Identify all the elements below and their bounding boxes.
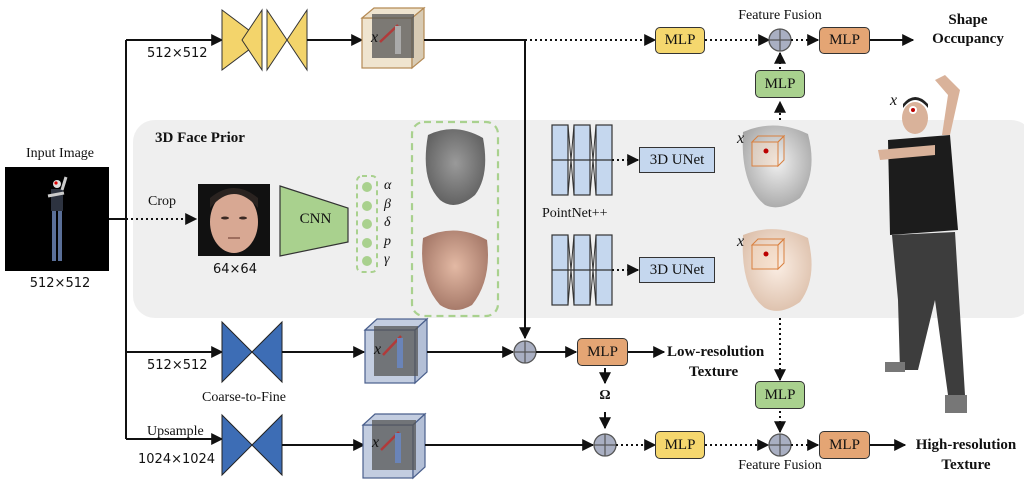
mlp-bottom-1: MLP [655,431,705,459]
input-person-figure [47,176,68,261]
bottom-branch-size: 1024×1024 [138,452,216,467]
shape-label-line2: Occupancy [932,31,1004,47]
point-x-label-face-bottom: x [737,233,745,250]
feature-fusion-label-top: Feature Fusion [738,8,822,23]
shape-label-line1: Shape [948,12,988,28]
encoder-blue-bottom [221,413,283,477]
mlp-bottom-2: MLP [819,431,870,459]
crop-label: Crop [148,194,176,209]
param-beta: β [384,197,391,212]
param-dots [362,182,372,266]
point-x-label-mid-volume: x [374,341,382,358]
feature-volume-mid [363,317,429,385]
face-mesh-textured [422,230,488,310]
mid-branch-size: 512×512 [147,358,208,373]
mlp-top-1: MLP [655,27,705,54]
mlp-face-bottom: MLP [755,381,805,409]
point-x-label-result: x [890,92,898,109]
top-branch-size: 512×512 [147,46,208,61]
cnn-block [279,185,349,257]
param-gamma: γ [384,252,390,267]
input-image-title: Input Image [25,146,95,161]
point-x-label-bottom-volume: x [372,434,380,451]
low-res-label-line2: Texture [689,364,739,380]
low-res-label-line1: Low-resolution [667,344,765,360]
pointnet-label: PointNet++ [542,206,608,221]
param-p: p [384,234,391,249]
reconstructed-faces-box [410,120,500,318]
encoder-yellow-1 [221,8,263,72]
pointnet-block-top [551,124,613,196]
cnn-label: CNN [299,211,332,227]
cropped-face-image [198,184,270,256]
query-cube-top [750,134,786,168]
high-res-label-line2: Texture [941,457,991,473]
param-vector [356,175,378,273]
encoder-yellow-2 [266,8,308,72]
unet-bottom: 3D UNet [639,257,715,283]
face-mesh-gray [425,129,486,205]
coarse-to-fine-label: Coarse-to-Fine [202,390,286,405]
upsample-label: Upsample [147,424,204,439]
param-delta: δ [384,215,391,230]
unet-top: 3D UNet [639,147,715,173]
query-cube-bottom [750,237,786,271]
crop-size-label: 64×64 [213,262,257,277]
param-alpha: α [384,178,392,193]
mlp-face-top: MLP [755,70,805,98]
point-x-label-top-volume: x [371,29,379,46]
mlp-top-2: MLP [819,27,870,54]
encoder-blue-mid [221,320,283,384]
point-x-label-face-top: x [737,130,745,147]
feature-fusion-label-bottom: Feature Fusion [738,458,822,473]
input-image-size: 512×512 [29,276,91,291]
face-prior-title: 3D Face Prior [155,130,245,146]
high-res-label-line1: High-resolution [915,437,1017,453]
feature-volume-top [360,6,426,70]
mlp-mid: MLP [577,338,628,366]
feature-volume-bottom [361,412,427,480]
reconstructed-human [878,75,967,413]
pointnet-block-bottom [551,234,613,306]
omega-symbol: Ω [599,388,611,403]
